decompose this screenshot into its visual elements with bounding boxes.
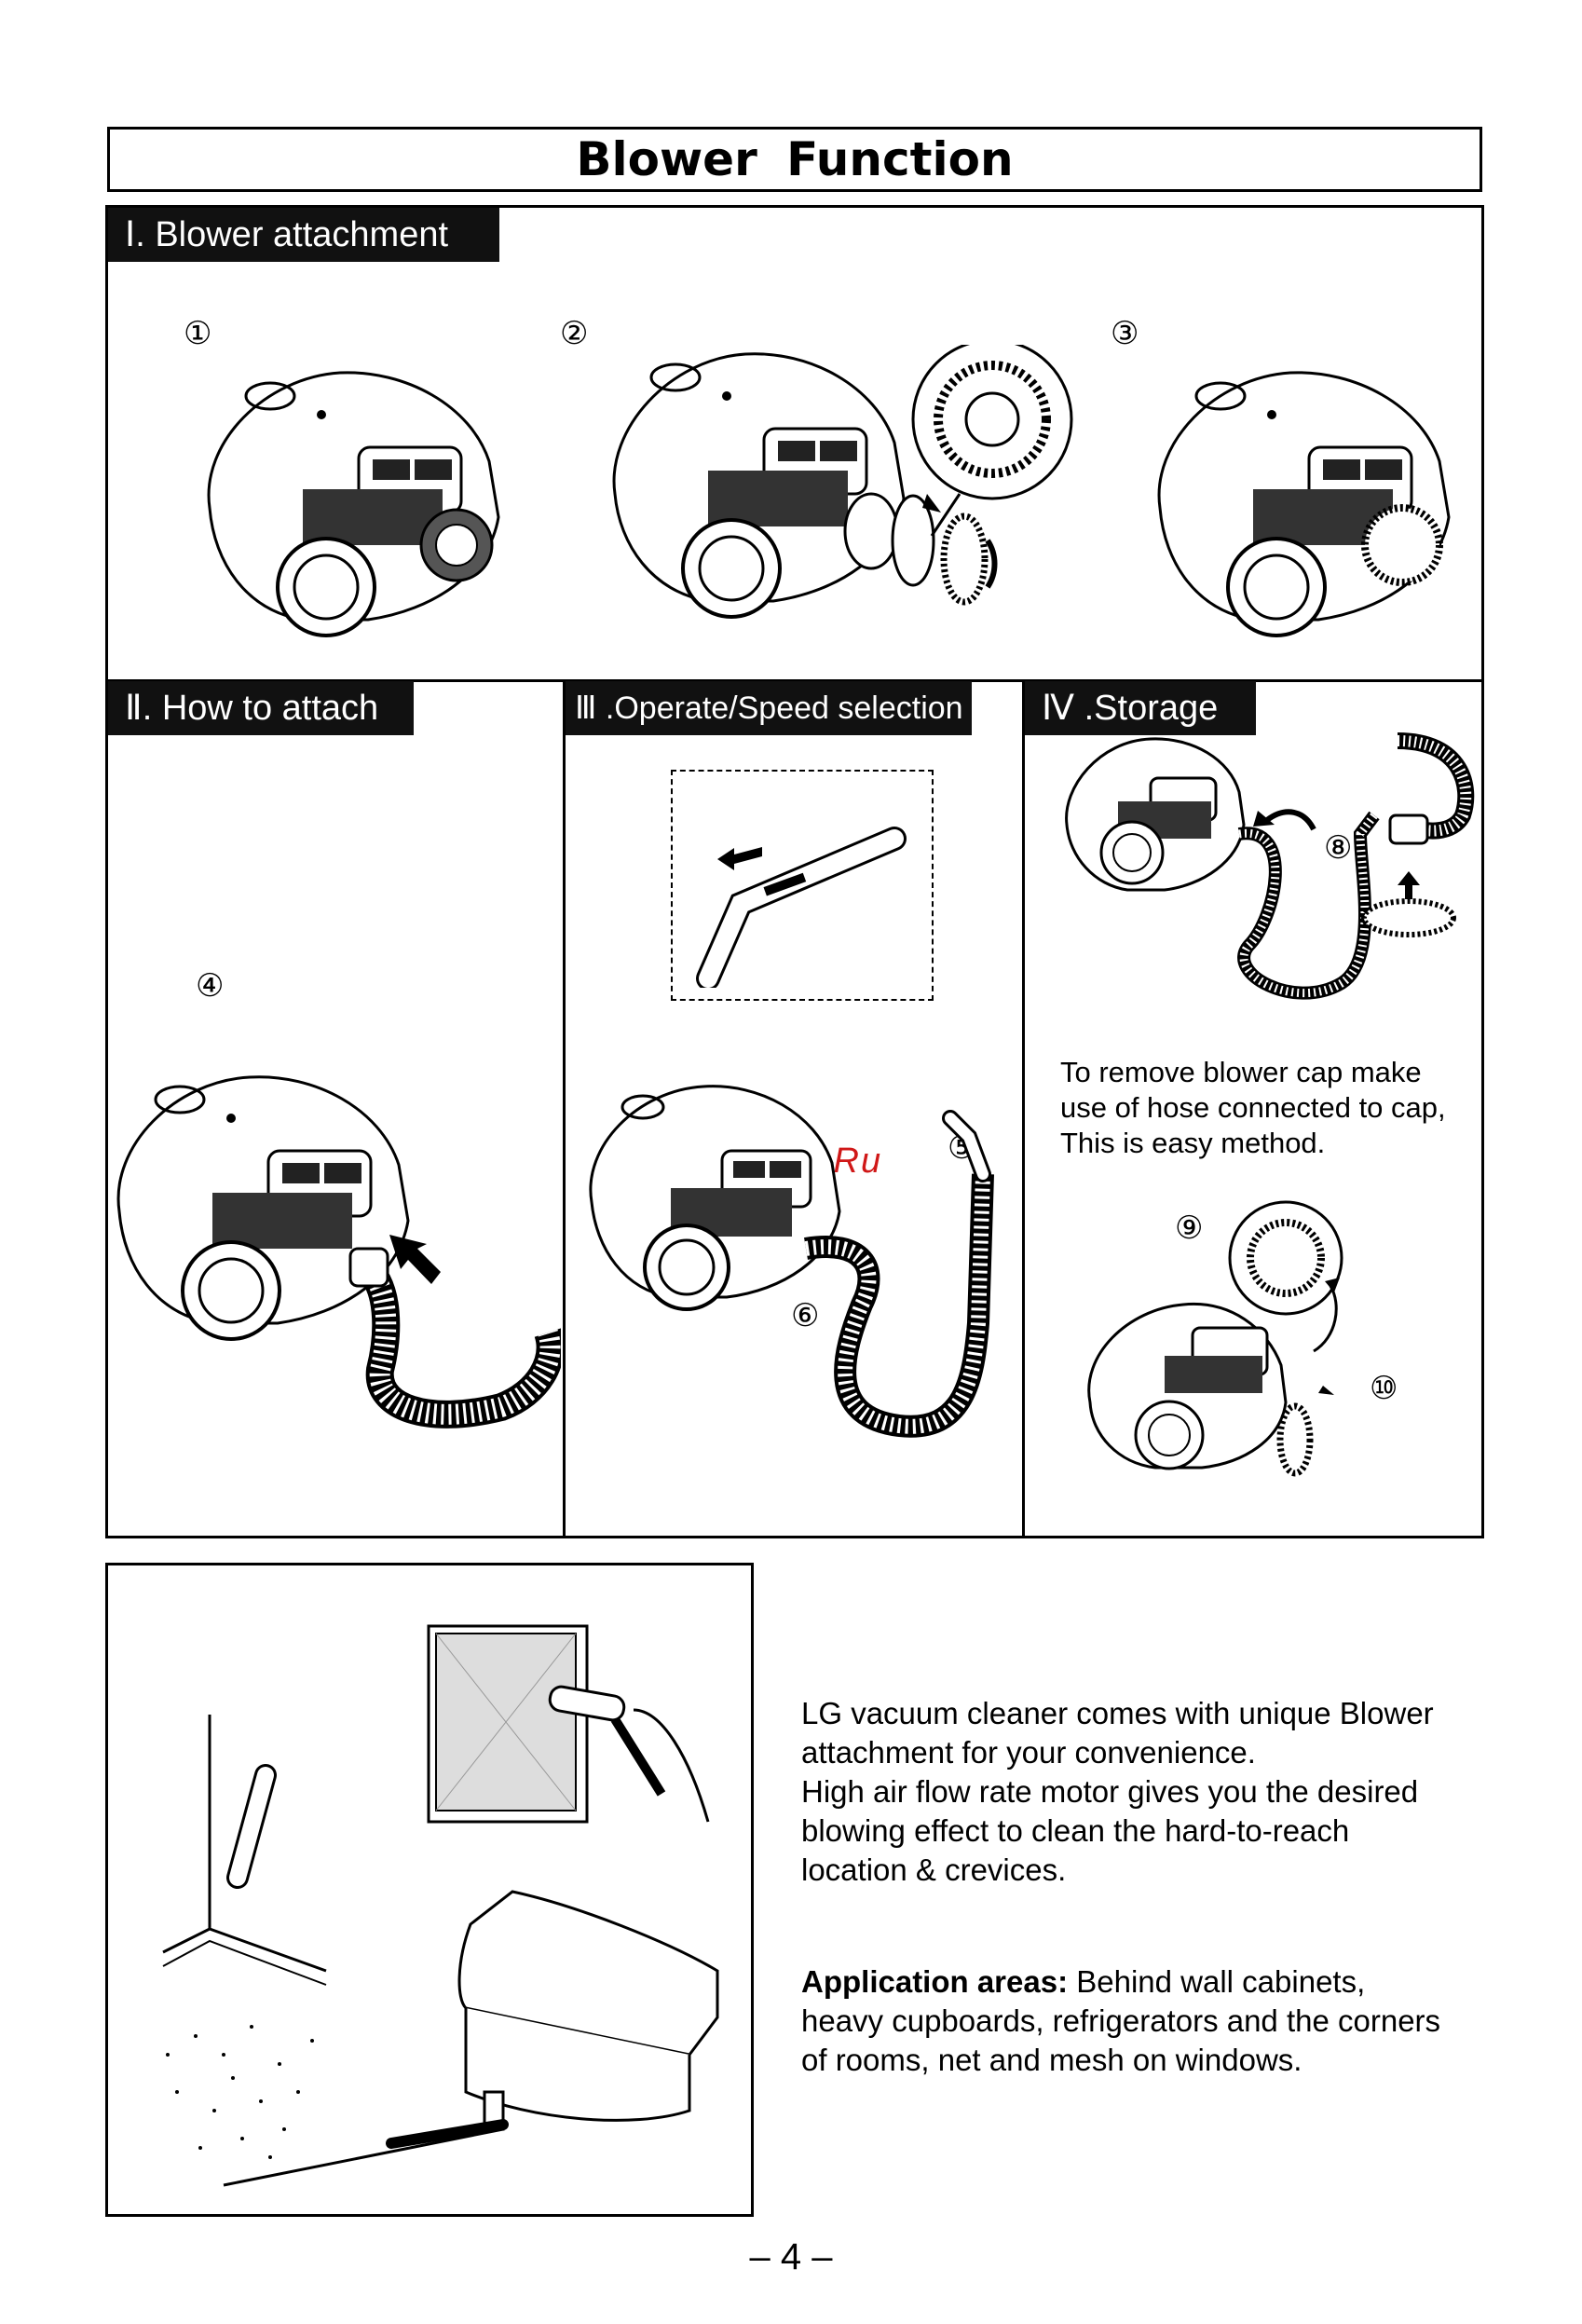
- section-header-operate-speed: Ⅲ .Operate/Speed selection: [566, 681, 972, 735]
- application-line-2: heavy cupboards, refrigerators and the c…: [801, 2003, 1441, 2038]
- operate-hose-illustration: [582, 1081, 1002, 1454]
- application-label: Application areas:: [801, 1964, 1069, 1999]
- vacuum-illustration-step-1: [191, 359, 508, 638]
- description-line-4: blowing effect to clean the hard-to-reac…: [801, 1813, 1350, 1848]
- column-divider-2: [1022, 682, 1025, 1536]
- usage-scenes-illustration: [112, 1570, 745, 2213]
- application-areas: Application areas: Behind wall cabinets,…: [801, 1962, 1440, 2080]
- speed-control-illustration: [689, 820, 913, 988]
- step-number-9: ⑨: [1175, 1210, 1204, 1247]
- storage-note-line-1: To remove blower cap make: [1060, 1056, 1422, 1088]
- step-number-1: ①: [184, 315, 212, 352]
- application-line-3: of rooms, net and mesh on windows.: [801, 2043, 1302, 2077]
- storage-removal-illustration: [1062, 731, 1481, 1020]
- column-divider-1: [563, 682, 566, 1536]
- storage-note: To remove blower cap make use of hose co…: [1060, 1055, 1446, 1161]
- description-line-2: attachment for your convenience.: [801, 1735, 1256, 1770]
- section-header-blower-attachment: Ⅰ. Blower attachment: [108, 208, 499, 262]
- step-number-2: ②: [560, 315, 589, 352]
- vacuum-illustration-step-3: [1141, 359, 1458, 638]
- page-number: – 4 –: [749, 2236, 833, 2277]
- usage-illustration-panel: [105, 1563, 754, 2217]
- section-header-how-to-attach: Ⅱ. How to attach: [108, 681, 414, 735]
- vacuum-illustration-step-2: [606, 345, 1109, 624]
- section-header-storage: Ⅳ .Storage: [1025, 681, 1256, 735]
- step-number-8: ⑧: [1324, 829, 1353, 867]
- page-title: Blower Function: [576, 132, 1014, 186]
- application-line-1: Application areas: Behind wall cabinets,: [801, 1962, 1440, 2002]
- step-number-4: ④: [196, 967, 225, 1005]
- blower-description: LG vacuum cleaner comes with unique Blow…: [801, 1694, 1434, 1890]
- instructions-panel: [105, 679, 1484, 1538]
- description-line-3: High air flow rate motor gives you the d…: [801, 1774, 1419, 1809]
- step-number-10: ⑩: [1370, 1370, 1398, 1407]
- application-text-1: Behind wall cabinets,: [1068, 1964, 1366, 1999]
- step-number-3: ③: [1111, 315, 1139, 352]
- description-line-5: location & crevices.: [801, 1852, 1067, 1887]
- storage-note-line-3: This is easy method.: [1060, 1127, 1326, 1159]
- storage-refit-illustration: [1081, 1188, 1370, 1496]
- storage-note-line-2: use of hose connected to cap,: [1060, 1091, 1446, 1124]
- description-line-1: LG vacuum cleaner comes with unique Blow…: [801, 1696, 1434, 1730]
- page-title-box: Blower Function: [107, 127, 1482, 192]
- speed-control-detail-box: [671, 770, 934, 1001]
- step-number-6: ⑥: [791, 1297, 820, 1334]
- attach-hose-illustration: [110, 1072, 561, 1444]
